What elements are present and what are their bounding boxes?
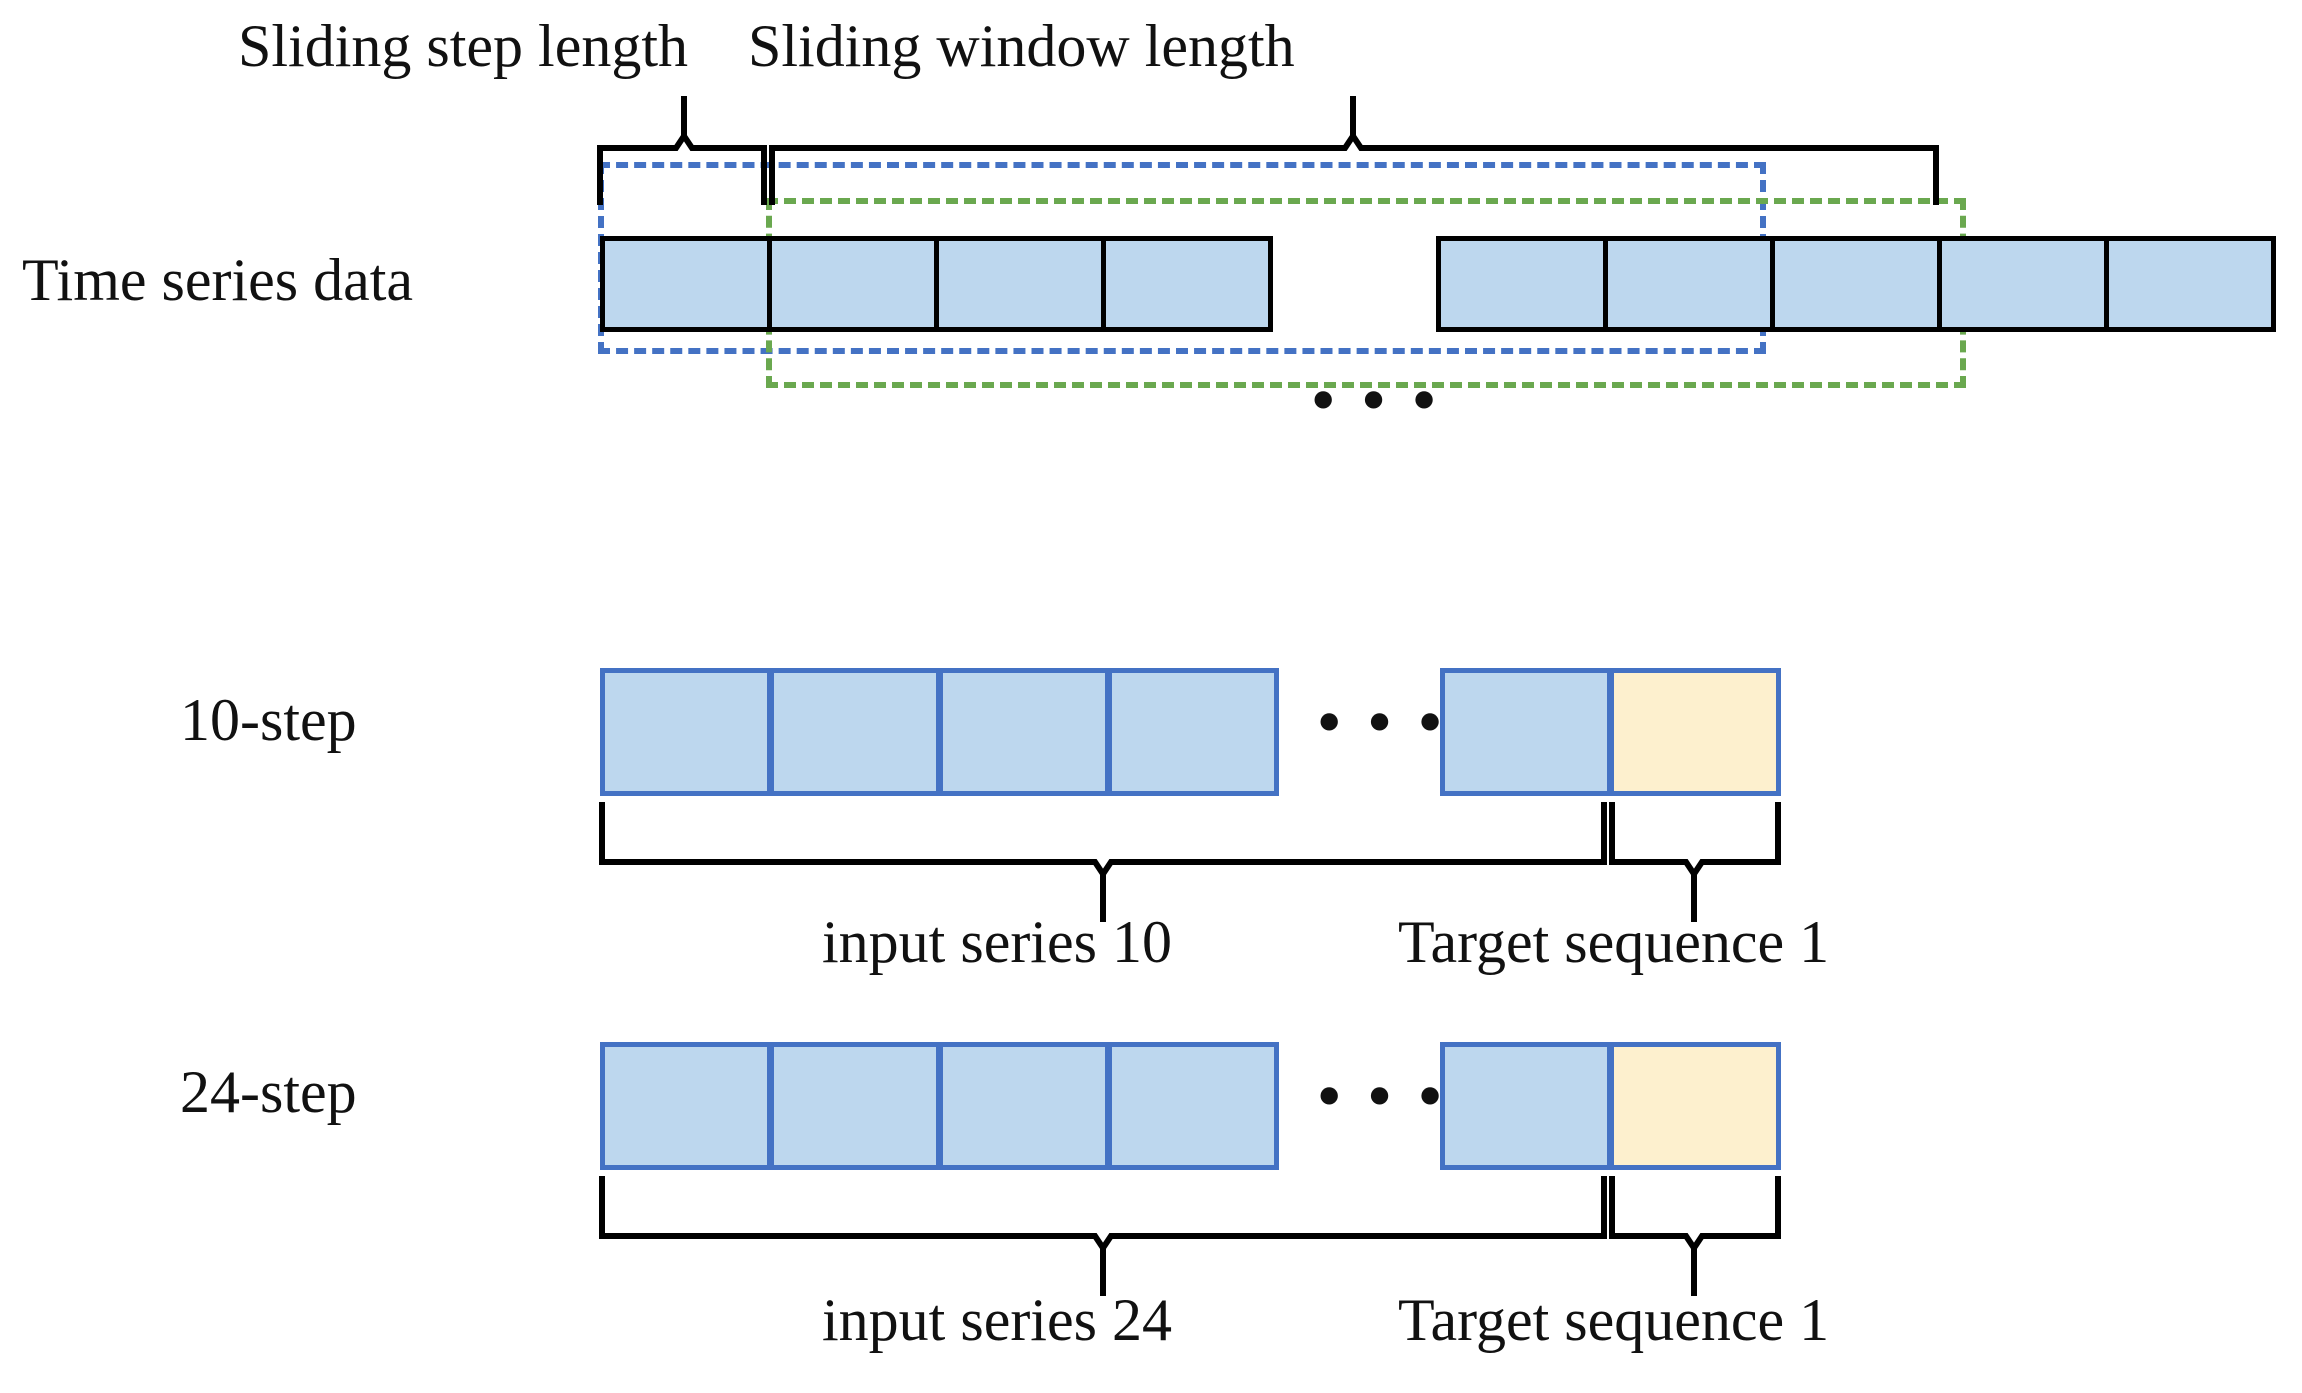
step10-input-cell xyxy=(1440,668,1612,796)
ellipsis-24-step: • • • xyxy=(1318,1060,1448,1131)
step24-input-cell xyxy=(1107,1042,1279,1170)
ellipsis-time-series: • • • xyxy=(1312,364,1442,435)
ellipsis-10-step: • • • xyxy=(1318,686,1448,757)
brace-target-sequence-24 xyxy=(1609,1176,1781,1296)
time-series-cell xyxy=(600,236,772,332)
time-series-cell xyxy=(1101,236,1273,332)
step10-input-cell xyxy=(1107,668,1279,796)
input-series-24-label: input series 24 xyxy=(822,1287,1172,1353)
step24-target-cell xyxy=(1609,1042,1781,1170)
step24-input-cell xyxy=(769,1042,941,1170)
step10-input-cell xyxy=(938,668,1110,796)
target-sequence-24-label: Target sequence 1 xyxy=(1398,1287,1830,1353)
step24-input-cell xyxy=(600,1042,772,1170)
sliding-step-length-label: Sliding step length xyxy=(238,13,688,79)
sliding-window-length-label: Sliding window length xyxy=(748,13,1295,79)
brace-target-sequence-10 xyxy=(1609,802,1781,922)
step24-input-cell xyxy=(1440,1042,1612,1170)
step10-input-cell xyxy=(769,668,941,796)
step10-input-cell xyxy=(600,668,772,796)
time-series-cell xyxy=(1603,236,1775,332)
step10-target-cell xyxy=(1609,668,1781,796)
time-series-cell xyxy=(1770,236,1942,332)
row-label-10-step: 10-step xyxy=(180,687,357,753)
time-series-cell xyxy=(1937,236,2109,332)
step24-input-cell xyxy=(938,1042,1110,1170)
time-series-cell xyxy=(1436,236,1608,332)
input-series-10-label: input series 10 xyxy=(822,909,1172,975)
time-series-cell xyxy=(767,236,939,332)
target-sequence-10-label: Target sequence 1 xyxy=(1398,909,1830,975)
brace-input-series-10 xyxy=(599,802,1607,922)
row-label-time-series-data: Time series data xyxy=(22,247,414,313)
brace-input-series-24 xyxy=(599,1176,1607,1296)
time-series-cell xyxy=(934,236,1106,332)
time-series-cell xyxy=(2104,236,2276,332)
row-label-24-step: 24-step xyxy=(180,1059,357,1125)
